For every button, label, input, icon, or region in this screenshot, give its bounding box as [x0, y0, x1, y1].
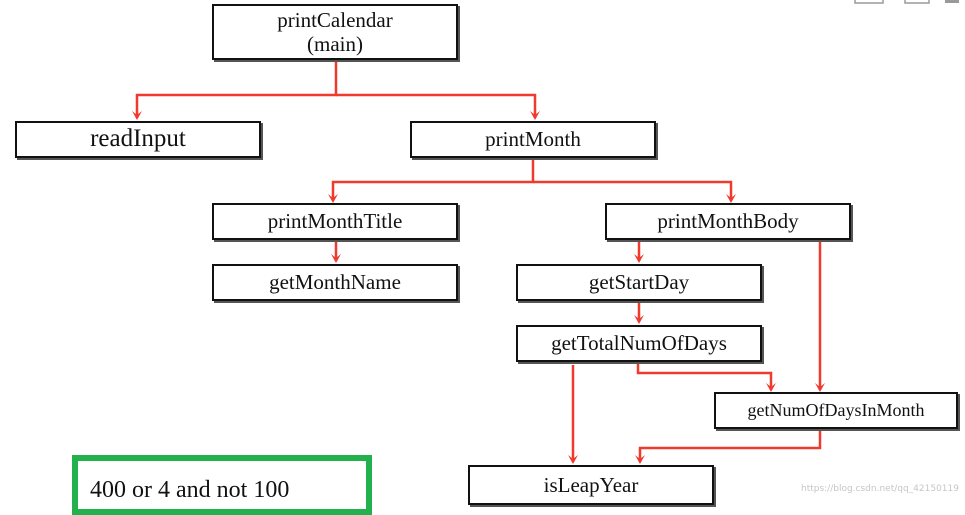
node-label: getNumOfDaysInMonth — [747, 400, 925, 421]
node-get-start-day: getStartDay — [516, 264, 762, 301]
note-text: 400 or 4 and not 100 — [90, 477, 290, 503]
node-label-line-1: printCalendar — [277, 7, 393, 32]
arrow-calendar-to-printmonth — [336, 93, 540, 120]
node-label: isLeapYear — [543, 473, 639, 497]
arrow-calendar-to-readinput — [132, 60, 338, 120]
node-read-input: readInput — [15, 121, 261, 158]
node-label: printMonth — [485, 127, 581, 152]
arrow-printmonth-to-body — [533, 180, 736, 203]
leap-year-rule-note: 400 or 4 and not 100 — [72, 455, 372, 515]
node-label: getTotalNumOfDays — [551, 331, 727, 356]
watermark-url: https://blog.csdn.net/qq_42150119 — [800, 484, 959, 494]
node-get-month-name: getMonthName — [212, 264, 458, 301]
node-is-leap-year: isLeapYear — [468, 465, 714, 505]
node-print-month-title: printMonthTitle — [212, 203, 458, 240]
node-label: printMonthBody — [657, 209, 799, 234]
node-get-total-num-of-days: getTotalNumOfDays — [516, 325, 762, 362]
window-control-icons — [854, 0, 959, 4]
node-get-num-of-days-in-month: getNumOfDaysInMonth — [714, 392, 958, 429]
arrow-daysinmonth-to-leapyear — [635, 430, 822, 464]
node-label: printMonthTitle — [267, 209, 403, 234]
node-label: getMonthName — [269, 270, 401, 295]
arrow-printmonth-to-title — [328, 157, 535, 203]
arrow-total-to-daysinmonth — [636, 360, 776, 392]
node-print-month: printMonth — [410, 121, 656, 158]
call-arrows — [132, 60, 825, 464]
node-print-calendar: printCalendar (main) — [212, 4, 458, 60]
node-label-line-2: (main) — [307, 32, 363, 56]
node-label: getStartDay — [588, 270, 690, 295]
node-label: readInput — [90, 125, 186, 153]
node-print-month-body: printMonthBody — [605, 203, 851, 240]
